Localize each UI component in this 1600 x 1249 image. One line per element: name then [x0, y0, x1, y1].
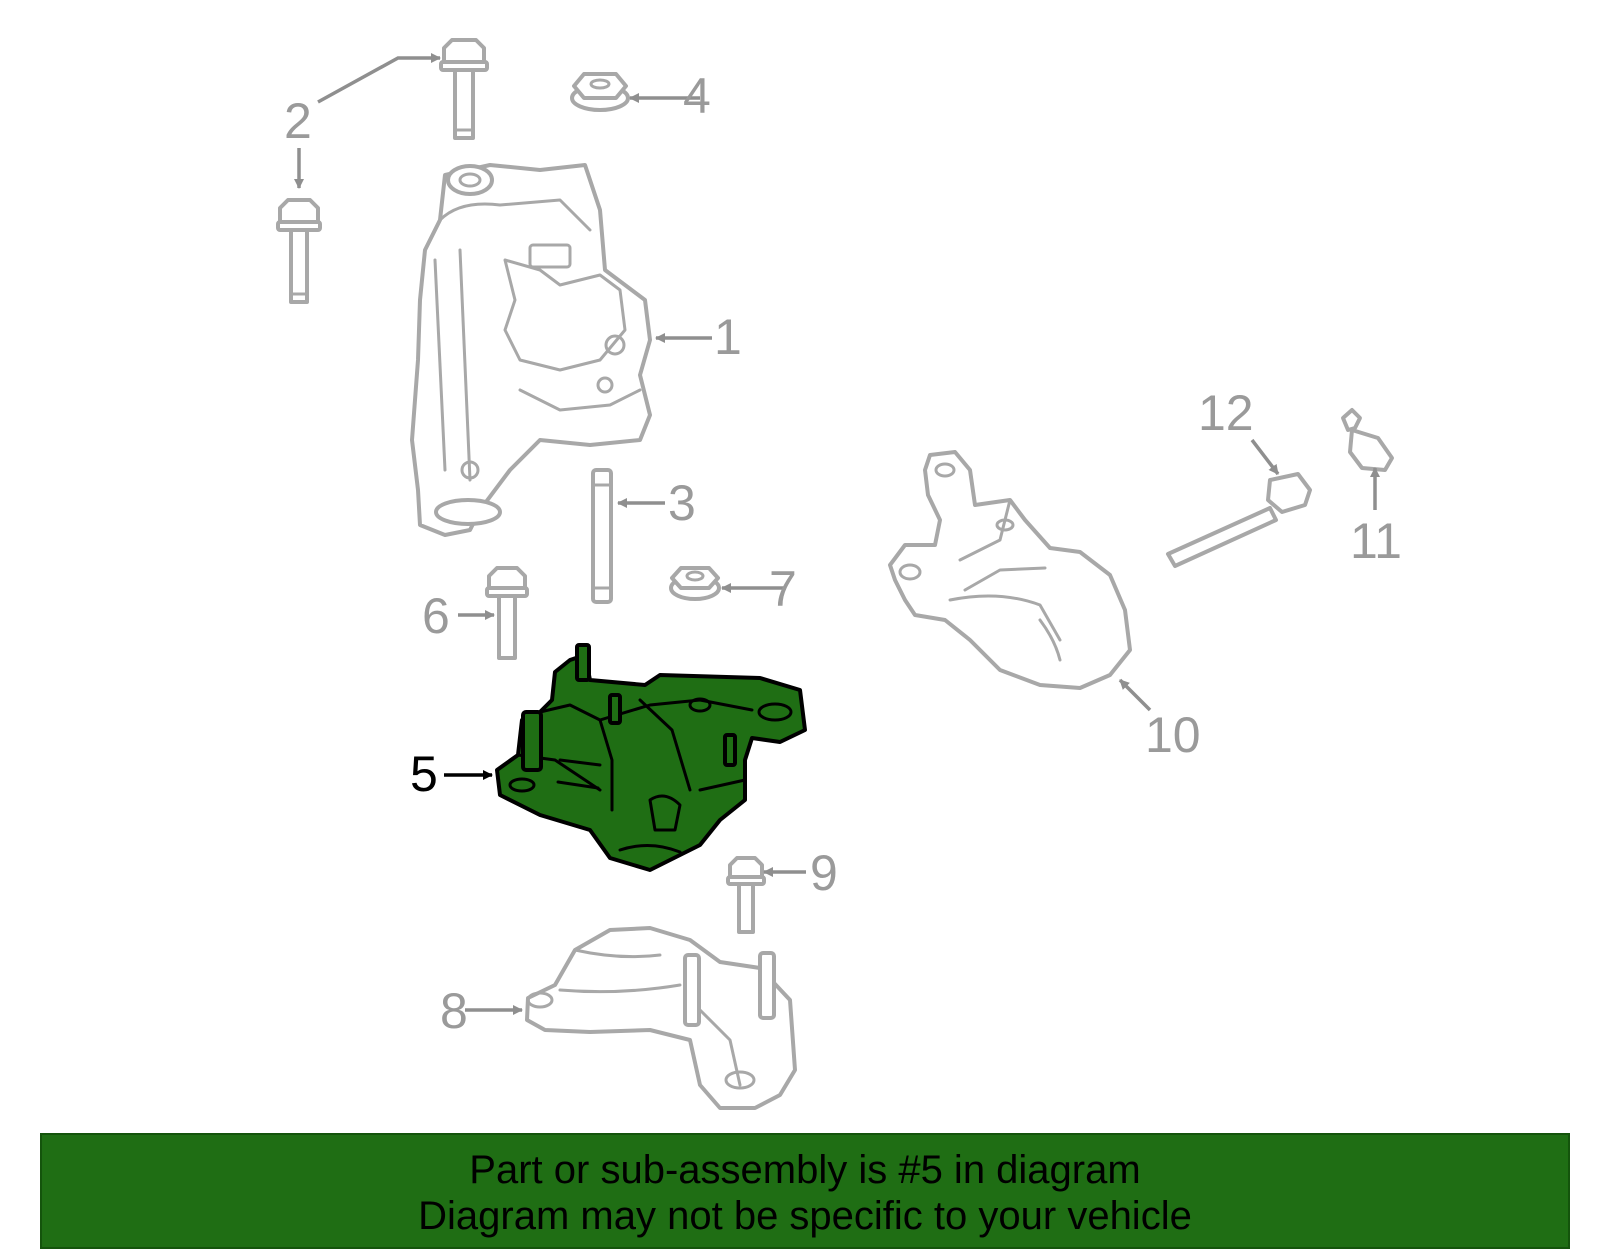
part-10-right-mount[interactable] — [888, 450, 1132, 690]
callout-labels: 1 2 3 4 5 6 7 8 9 10 11 12 — [284, 68, 1402, 1039]
banner-line-part-number: Part or sub-assembly is #5 in diagram — [469, 1148, 1141, 1192]
part-8-lower-bracket[interactable] — [525, 926, 797, 1110]
callout-10: 10 — [1145, 707, 1201, 763]
callout-4: 4 — [683, 68, 711, 124]
part-11-bolt[interactable] — [1341, 408, 1394, 472]
part-1-engine-mount[interactable] — [410, 163, 652, 537]
part-7-nut[interactable] — [669, 566, 721, 601]
part-2-bolt-upper[interactable] — [439, 38, 489, 140]
part-3-stud[interactable] — [591, 468, 613, 604]
part-12-long-bolt[interactable] — [1166, 472, 1312, 568]
info-banner: Part or sub-assembly is #5 in diagram Di… — [40, 1133, 1570, 1249]
leader-lines — [294, 53, 1380, 1015]
callout-6: 6 — [422, 588, 450, 644]
part-5-transmission-mount-highlighted[interactable] — [495, 643, 807, 872]
callout-12: 12 — [1198, 385, 1254, 441]
banner-line-disclaimer: Diagram may not be specific to your vehi… — [418, 1194, 1192, 1238]
callout-5: 5 — [410, 746, 438, 802]
part-2-bolt-lower[interactable] — [276, 198, 322, 304]
part-6-bolt[interactable] — [485, 566, 529, 660]
callout-2: 2 — [284, 93, 312, 149]
callout-3: 3 — [668, 475, 696, 531]
callout-11: 11 — [1350, 513, 1402, 569]
callout-1: 1 — [714, 309, 742, 365]
callout-8: 8 — [440, 983, 468, 1039]
part-4-nut[interactable] — [570, 72, 630, 112]
part-9-bolt[interactable] — [726, 856, 766, 934]
callout-9: 9 — [810, 845, 838, 901]
callout-7: 7 — [769, 561, 797, 617]
